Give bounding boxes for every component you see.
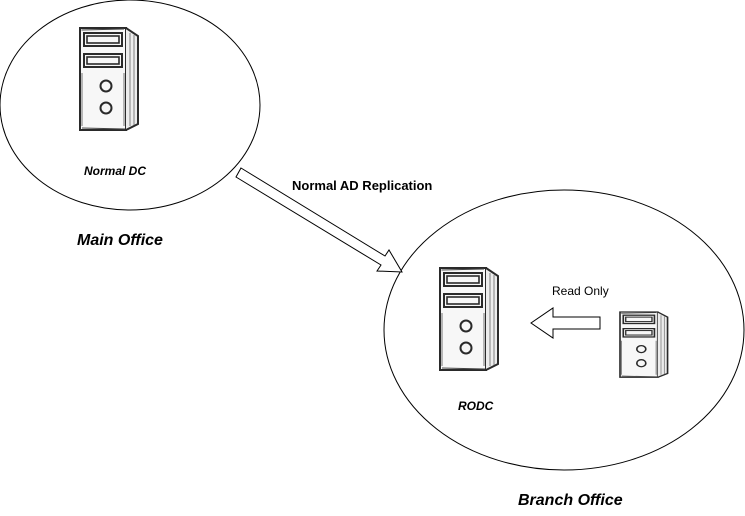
server-tower-icon: [439, 267, 499, 371]
read-only-arrow: [530, 307, 601, 339]
branch-office-label: Branch Office: [518, 492, 623, 509]
server-tower-icon: [619, 311, 669, 379]
server-tower-icon: [79, 27, 139, 131]
branch-office-boundary: [383, 189, 745, 471]
main-office-boundary: [0, 0, 261, 211]
branch-server-label: RODC: [458, 399, 494, 413]
replication-arrow: [235, 167, 403, 273]
read-only-label: Read Only: [552, 284, 609, 298]
main-office-label: Main Office: [77, 232, 163, 249]
main-server-label: Normal DC: [84, 164, 147, 178]
replication-label: Normal AD Replication: [292, 178, 433, 193]
